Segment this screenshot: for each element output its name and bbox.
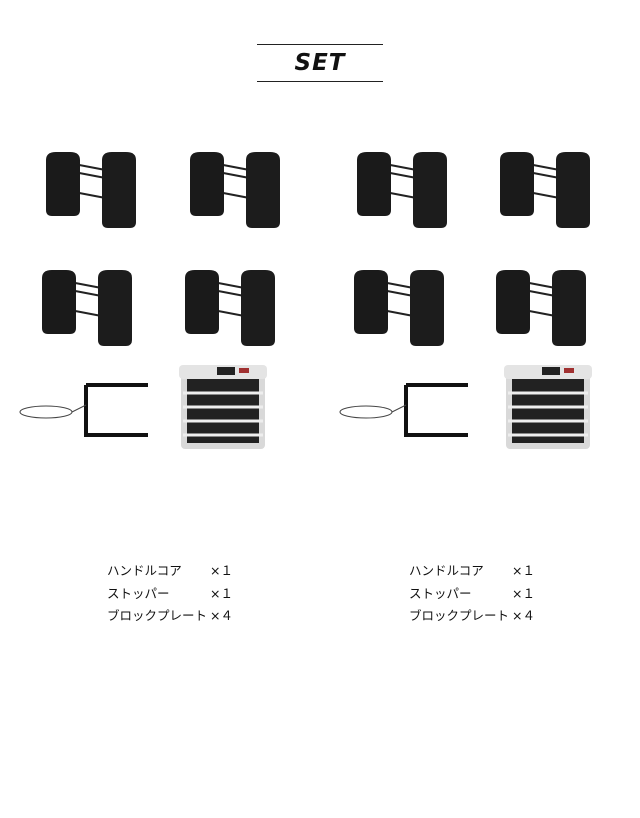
page-title: SET [294,50,346,76]
block-plate-image [40,268,140,348]
block-plate-image [352,268,452,348]
block-plate-image [183,268,283,348]
block-plate-image [494,268,594,348]
heading-top-rule [257,44,383,45]
block-plate-image [355,150,455,230]
handle-core-image [502,363,594,453]
item-quantity: ×１ [210,585,233,601]
handle-core-image [177,363,269,453]
set-heading: SET [257,44,383,84]
item-quantity: ×４ [512,608,535,623]
block-plate-image [188,150,288,230]
item-quantity: ×１ [512,585,535,601]
item-name: ストッパー [107,585,170,601]
item-name: ブロックプレート [107,608,208,623]
block-plate-image [44,150,144,230]
block-plate-image [498,150,598,230]
stopper-image [336,375,476,445]
item-quantity: ×４ [210,608,233,623]
heading-bottom-rule [257,81,383,82]
stopper-image [16,375,156,445]
item-name: ハンドルコア [409,563,484,578]
item-name: ハンドルコア [107,563,182,578]
item-name: ストッパー [409,585,472,601]
item-quantity: ×１ [512,563,535,578]
item-name: ブロックプレート [409,608,510,623]
item-quantity: ×１ [210,563,233,578]
